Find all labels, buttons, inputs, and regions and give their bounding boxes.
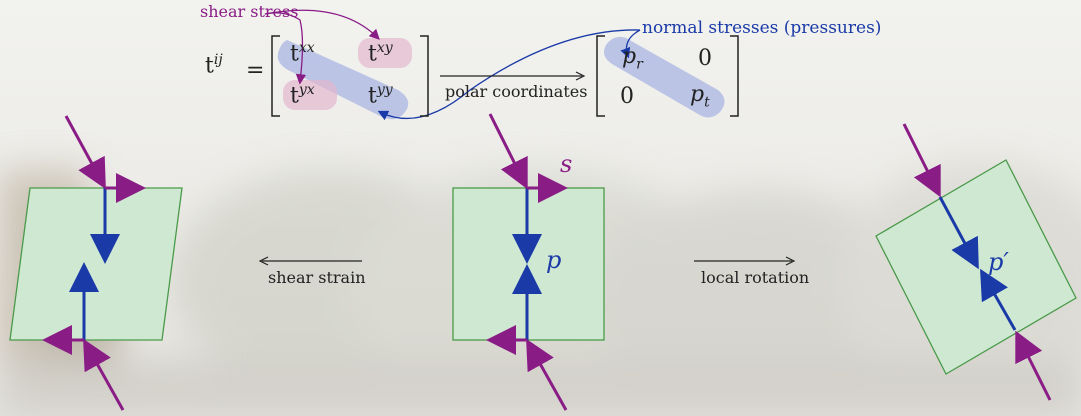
rotated-element	[876, 124, 1076, 400]
shear-symbol-s: s	[560, 150, 572, 178]
shear-strain-label: shear strain	[268, 268, 366, 287]
shear-strain-arrow	[260, 257, 362, 265]
square-element	[453, 114, 604, 410]
local-rotation-arrow	[694, 257, 794, 265]
pressure-symbol-p: p	[546, 246, 561, 274]
local-rotation-label: local rotation	[701, 268, 809, 287]
pressure-symbol-p-prime: p′	[988, 248, 1009, 276]
sheared-element	[10, 116, 182, 410]
